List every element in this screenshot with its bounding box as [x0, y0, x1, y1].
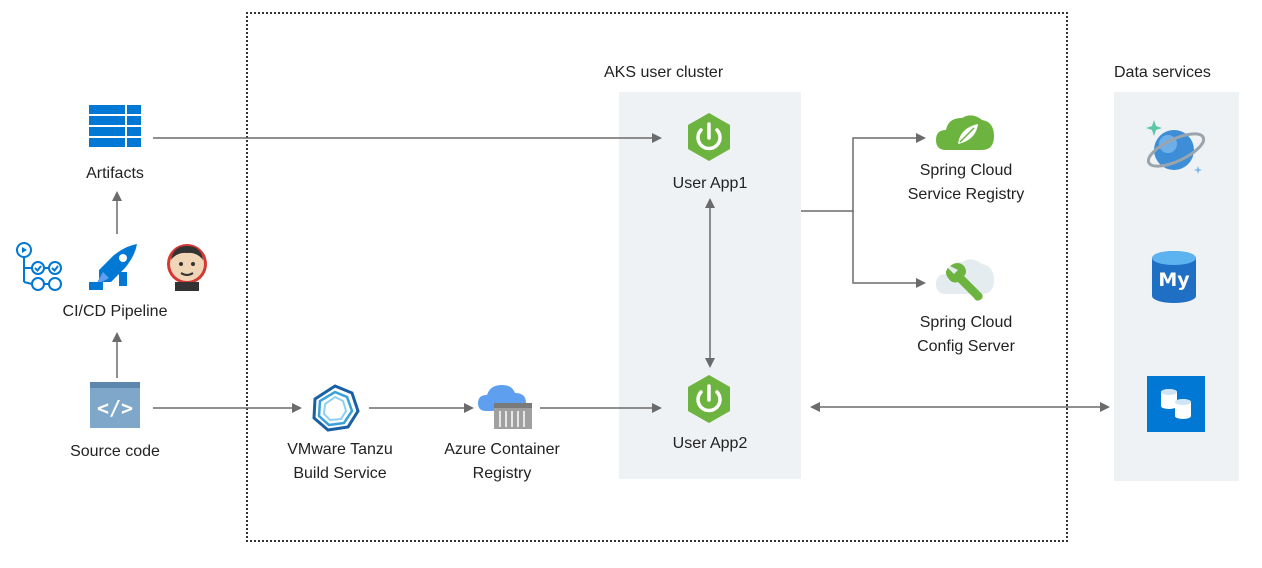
- acr-label-line1: Azure Container: [444, 441, 560, 458]
- tanzu-label-line2: Build Service: [293, 465, 387, 482]
- tanzu-icon: [310, 384, 360, 434]
- config-server-label-line1: Spring Cloud: [919, 314, 1013, 331]
- arrow-app1-to-registry: [801, 133, 926, 212]
- source-code-label: Source code: [70, 443, 160, 460]
- user-app1-icon: [684, 112, 734, 162]
- cicd-pipeline-label: CI/CD Pipeline: [62, 303, 168, 320]
- spring-leaf-cloud-icon: [936, 108, 998, 154]
- spring-wrench-cloud-icon: [936, 254, 996, 304]
- tanzu-label-line1: VMware Tanzu: [287, 441, 393, 458]
- svg-text:</>: </>: [97, 396, 133, 420]
- aks-cluster-label: AKS user cluster: [604, 64, 724, 81]
- mysql-icon: My: [1151, 250, 1197, 304]
- user-app2-icon: [684, 374, 734, 424]
- arrow-app1-to-config: [852, 211, 926, 288]
- data-services-label: Data services: [1114, 64, 1211, 81]
- deployment-boundary: [246, 12, 1068, 542]
- acr-label-line2: Registry: [472, 465, 532, 482]
- source-code-icon: </>: [90, 382, 140, 428]
- artifacts-label: Artifacts: [86, 165, 144, 182]
- sql-database-icon: [1147, 376, 1205, 432]
- service-registry-label-line2: Service Registry: [907, 186, 1025, 203]
- mysql-badge-text: My: [1158, 269, 1190, 291]
- container-registry-icon: [478, 383, 540, 431]
- user-app1-label: User App1: [672, 175, 748, 192]
- github-actions-icon: [14, 240, 66, 292]
- user-app2-label: User App2: [672, 435, 748, 452]
- cosmos-db-icon: [1144, 118, 1208, 180]
- azure-pipelines-icon: [89, 242, 139, 292]
- config-server-label-line2: Config Server: [917, 338, 1015, 355]
- service-registry-label-line1: Spring Cloud: [919, 162, 1013, 179]
- jenkins-icon: [163, 242, 211, 292]
- artifacts-icon: [89, 105, 141, 147]
